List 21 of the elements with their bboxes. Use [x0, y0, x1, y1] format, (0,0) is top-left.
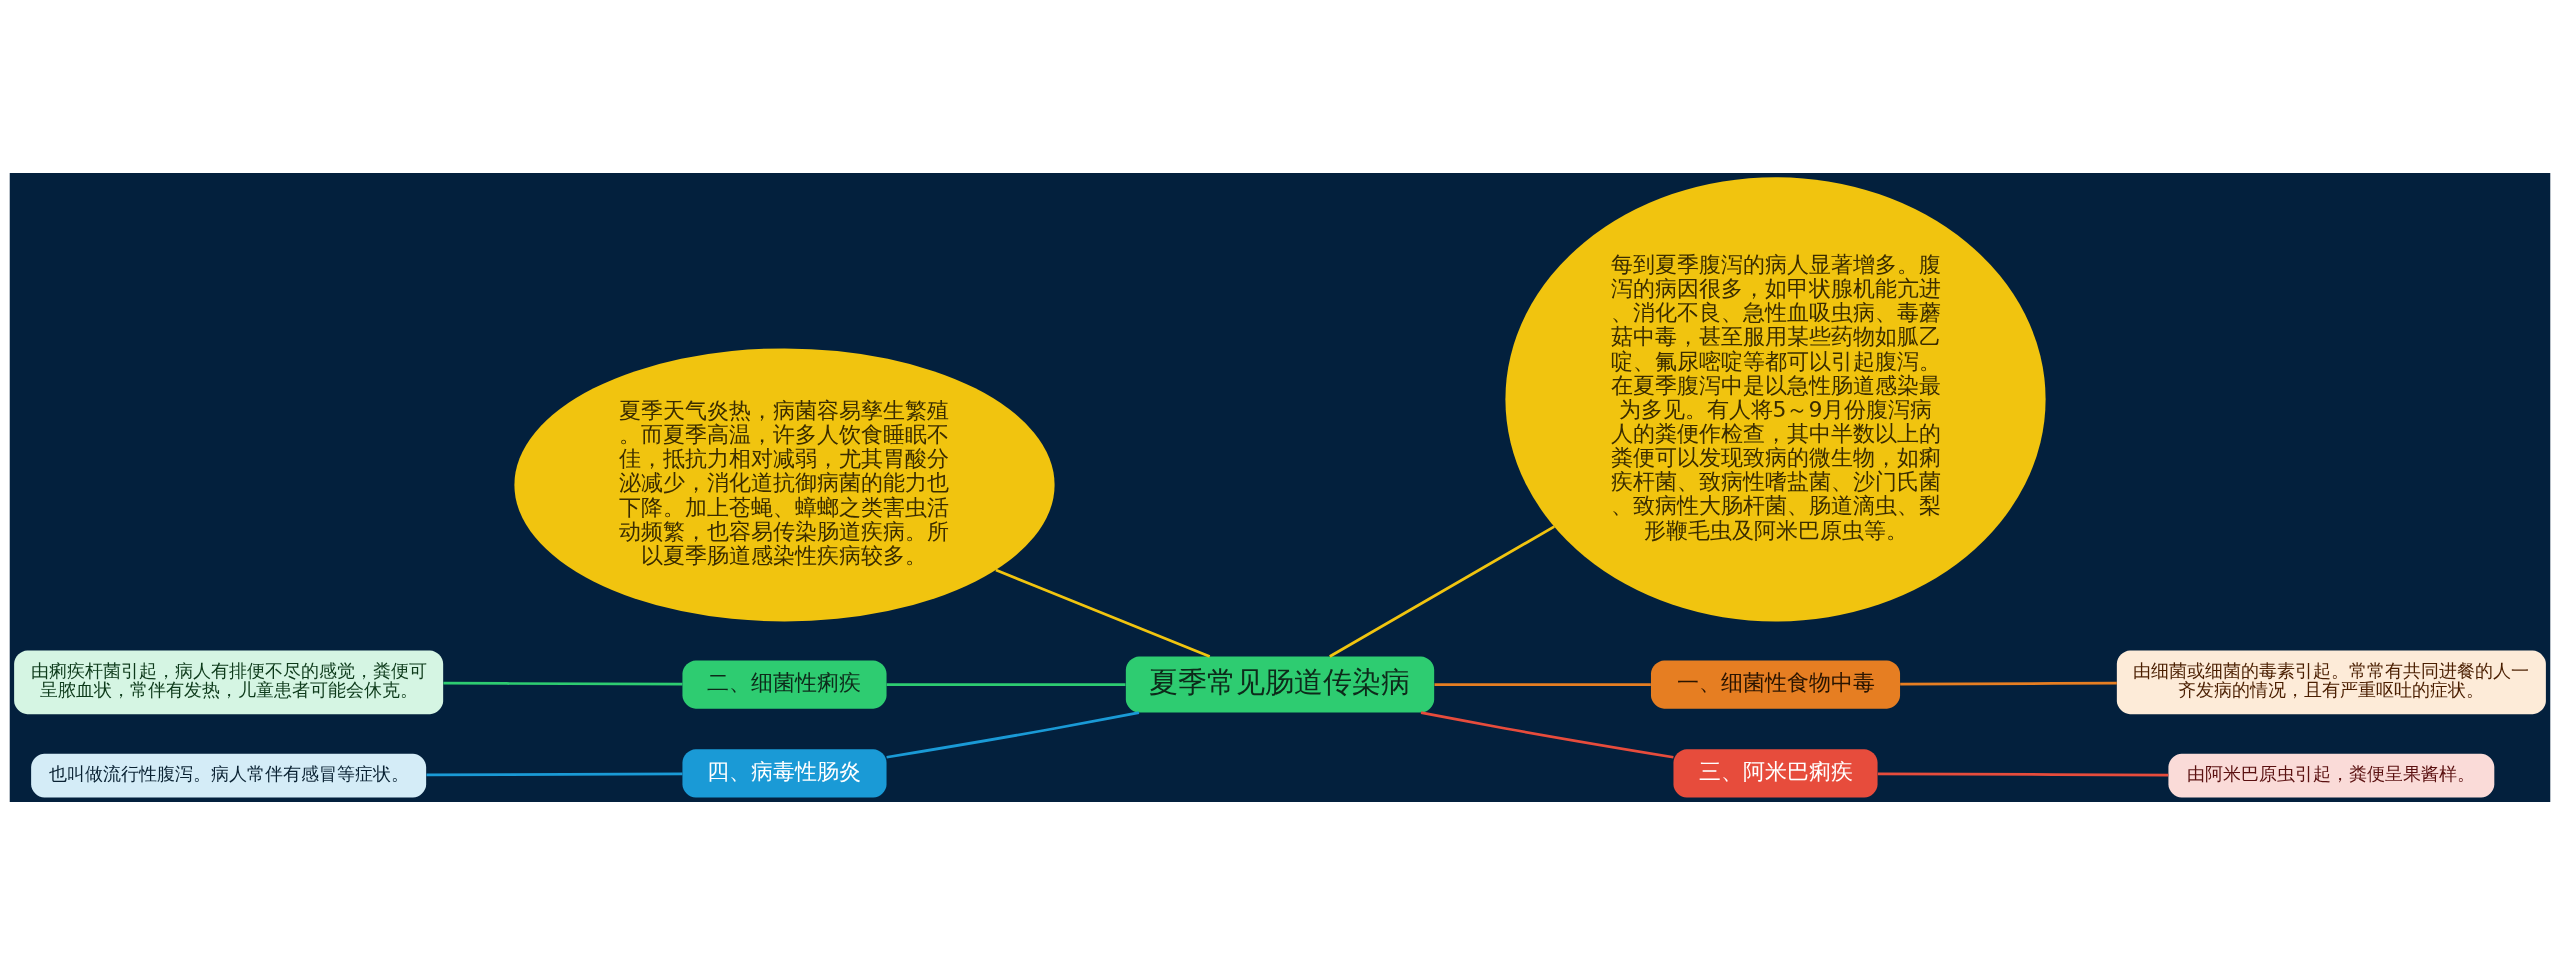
connector	[426, 772, 683, 777]
node-box: 也叫做流行性腹泻。病人常伴有感冒等症状。	[31, 753, 427, 798]
connector	[1877, 772, 2169, 777]
node-box: 四、病毒性肠炎	[682, 749, 887, 798]
node-box: 由阿米巴原虫引起，粪便呈果酱样。	[2168, 753, 2495, 798]
node-box: 由痢疾杆菌引起，病人有排便不尽的感觉，粪便可呈脓血状，常伴有发热，儿童患者可能会休克。	[14, 650, 444, 715]
connector	[1900, 681, 2117, 686]
connector	[886, 711, 1140, 759]
node-box: 一、细菌性食物中毒	[1650, 660, 1901, 709]
connector	[1434, 683, 1651, 686]
node-box: 夏季常见肠道传染病	[1125, 656, 1435, 713]
connector	[995, 568, 1211, 658]
node-ellipse: 夏季天气炎热，病菌容易孳生繁殖。而夏季高温，许多人饮食睡眠不佳，抵抗力相对减弱，尤其胃酸分泌减少，消化道抗御病菌的能力也下降。加上苍蝇、蟑螂之类害虫活动频繁，也容易传染肠道疾病。所以夏季肠道感染性疾病较多。	[514, 348, 1055, 622]
node-box: 三、阿米巴痢疾	[1673, 749, 1878, 798]
node-box: 由细菌或细菌的毒素引起。常常有共同进餐的人一齐发病的情况，且有严重呕吐的症状。	[2116, 650, 2546, 715]
connector	[1420, 711, 1674, 759]
node-ellipse: 每到夏季腹泻的病人显著增多。腹泻的病因很多，如甲状腺机能亢进、消化不良、急性血吸虫病、毒蘑菇中毒，甚至服用某些药物如胍乙啶、氟尿嘧啶等都可以引起腹泻。在夏季腹泻中是以急性肠道感染最为多见。有人将5～9月份腹泻病人的粪便作检查，其中半数以上的粪便可以发现致病的微生物，如痢疾杆菌、致病性嗜盐菌、沙门氏菌、致病性大肠杆菌、肠道滴虫、梨形鞭毛虫及阿米巴原虫等。	[1505, 177, 2046, 622]
connector	[886, 683, 1126, 686]
node-box: 二、细菌性痢疾	[682, 660, 887, 709]
connector	[1329, 525, 1555, 658]
connector	[443, 681, 683, 686]
